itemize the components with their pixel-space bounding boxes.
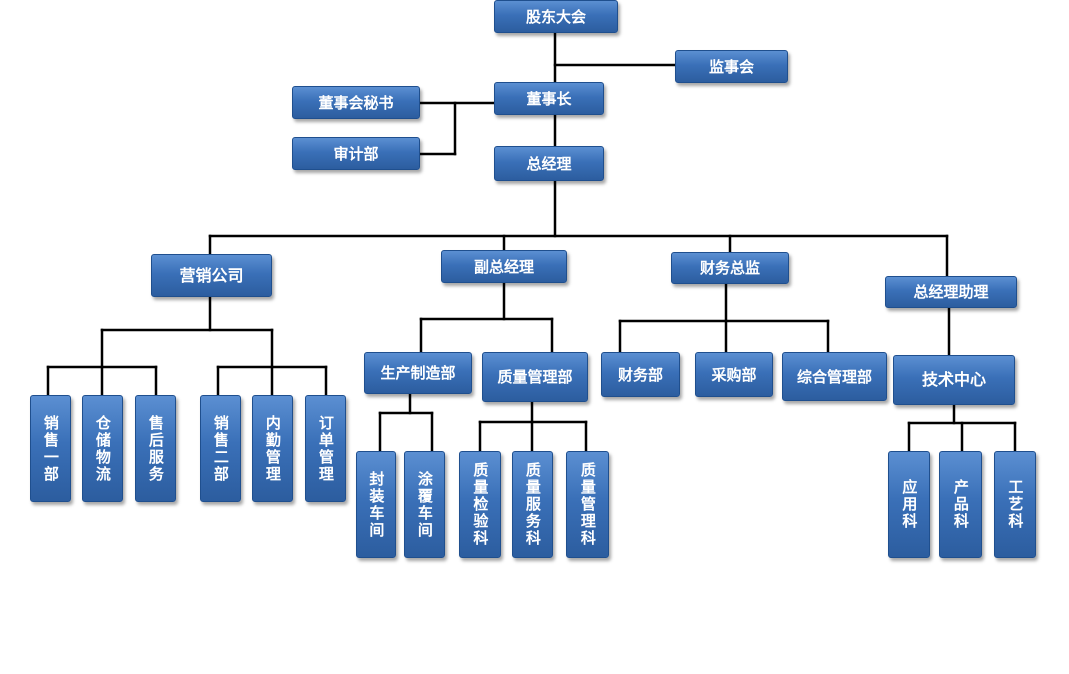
node-supervisory: 监事会: [675, 50, 788, 83]
node-sealing: 封装车间: [356, 451, 396, 558]
node-process: 工艺科: [994, 451, 1036, 558]
node-coating: 涂覆车间: [404, 451, 445, 558]
node-chairman: 董事长: [494, 82, 604, 115]
node-qc-service: 质量服务科: [512, 451, 553, 558]
node-product: 产品科: [939, 451, 982, 558]
node-audit: 审计部: [292, 137, 420, 170]
node-purchasing: 采购部: [695, 352, 773, 397]
node-gm-assistant: 总经理助理: [885, 276, 1017, 308]
node-after-sales: 售后服务: [135, 395, 176, 502]
node-logistics: 内勤管理: [252, 395, 293, 502]
node-sales2: 销售二部: [200, 395, 241, 502]
node-application: 应用科: [888, 451, 930, 558]
node-quality: 质量管理部: [482, 352, 588, 402]
node-qc-management: 质量管理科: [566, 451, 609, 558]
node-warehouse: 仓储物流: [82, 395, 123, 502]
node-board-secretary: 董事会秘书: [292, 86, 420, 119]
node-orders: 订单管理: [305, 395, 346, 502]
node-deputy-gm: 副总经理: [441, 250, 567, 283]
node-sales1: 销售一部: [30, 395, 71, 502]
node-production: 生产制造部: [364, 352, 472, 394]
node-qc-inspection: 质量检验科: [459, 451, 501, 558]
node-tech-center: 技术中心: [893, 355, 1015, 405]
node-finance: 财务部: [601, 352, 680, 397]
node-cfo: 财务总监: [671, 252, 789, 284]
node-shareholders: 股东大会: [494, 0, 618, 33]
node-admin: 综合管理部: [782, 352, 887, 401]
node-general-manager: 总经理: [494, 146, 604, 181]
node-marketing: 营销公司: [151, 254, 272, 297]
